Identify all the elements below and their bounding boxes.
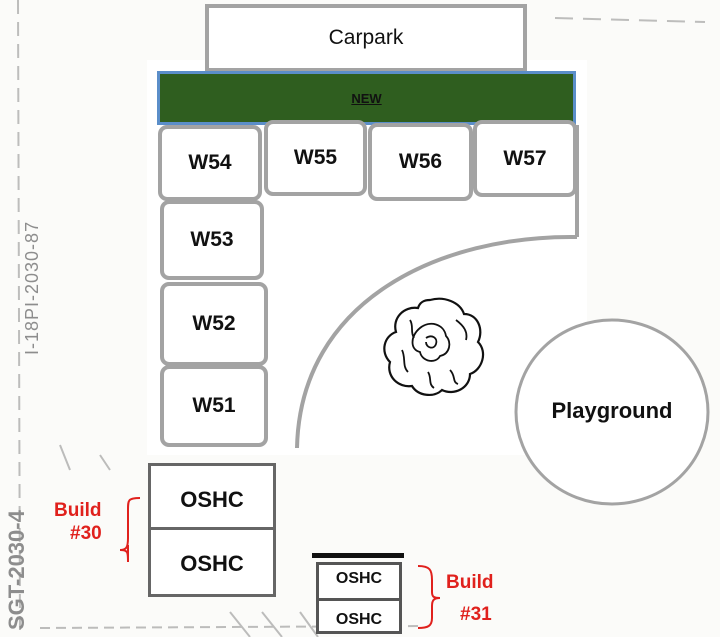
divider <box>148 527 276 530</box>
new-building-strip: NEW <box>157 71 576 125</box>
oshc-building-30 <box>148 463 276 597</box>
classroom-w56[interactable]: W56 <box>368 123 473 201</box>
divider <box>316 598 402 601</box>
build-30-label-line2: #30 <box>70 523 102 544</box>
classroom-w54[interactable]: W54 <box>158 125 262 201</box>
classroom-w51[interactable]: W51 <box>160 365 268 447</box>
oshc-label: OSHC <box>335 570 383 587</box>
classroom-label: W56 <box>398 150 443 173</box>
tree-icon <box>383 297 485 396</box>
classroom-label: W54 <box>188 151 232 174</box>
building-edge <box>312 553 404 558</box>
classroom-label: W57 <box>503 146 547 170</box>
classroom-w55[interactable]: W55 <box>264 120 367 196</box>
oshc-label: OSHC <box>180 487 244 512</box>
build-30-label-line1: Build <box>54 500 102 521</box>
new-label: NEW <box>351 90 382 106</box>
carpark-label: Carpark <box>328 26 404 49</box>
carpark-area: Carpark <box>205 4 527 72</box>
build-31-label-line1: Build <box>446 572 494 593</box>
build-31-label-line2: #31 <box>460 604 492 625</box>
classroom-label: W55 <box>293 146 338 169</box>
classroom-w53[interactable]: W53 <box>160 200 264 280</box>
classroom-w57[interactable]: W57 <box>473 120 577 197</box>
classroom-label: W51 <box>192 394 236 417</box>
oshc-label: OSHC <box>180 551 244 576</box>
playground-label: Playground <box>551 398 673 423</box>
oshc-label: OSHC <box>335 611 383 628</box>
classroom-label: W52 <box>192 312 236 335</box>
classroom-label: W53 <box>190 228 234 251</box>
classroom-w52[interactable]: W52 <box>160 282 268 366</box>
